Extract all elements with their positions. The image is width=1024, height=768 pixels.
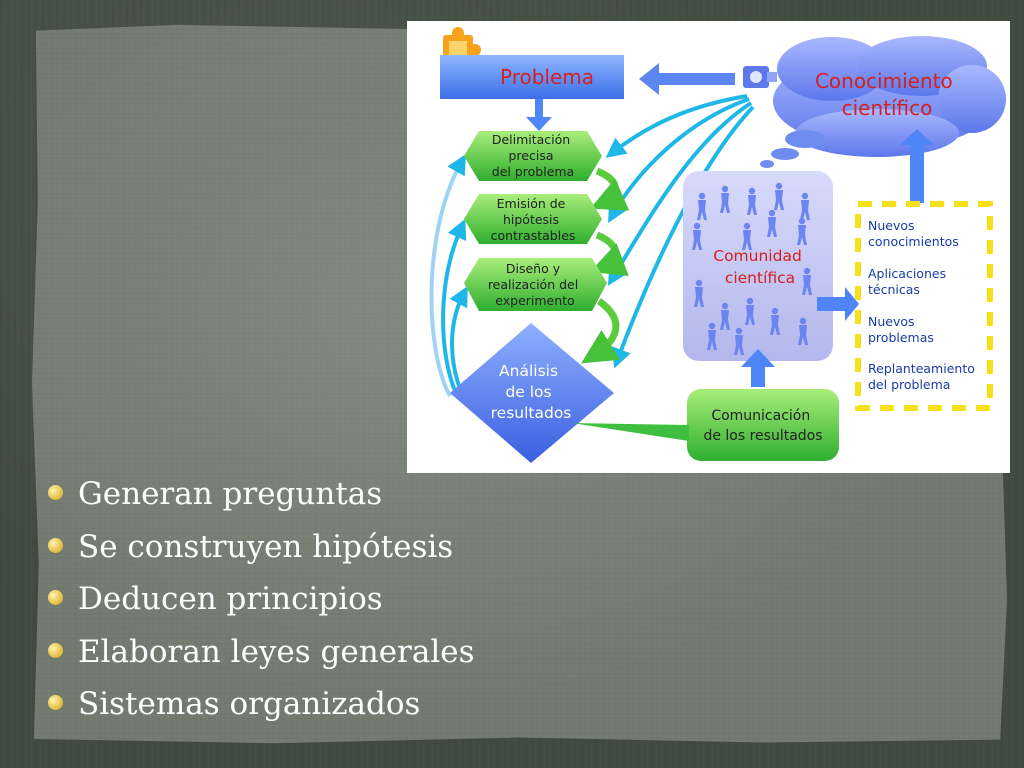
results-item-2a: Aplicaciones <box>868 266 946 281</box>
svg-text:Delimitación precisa: Delimitación precisa del problema <box>492 132 574 179</box>
problema-box: Problema <box>440 55 624 99</box>
communication-up-arrow <box>741 349 775 387</box>
problema-down-arrow <box>526 99 552 131</box>
results-item-2b: técnicas <box>868 282 920 297</box>
bullet-text: Se construyen hipótesis <box>78 528 454 565</box>
bullet-text: Elaboran leyes generales <box>78 633 475 670</box>
conocimiento-label-2: científico <box>842 96 933 120</box>
telescope-icon <box>743 66 777 88</box>
analisis-diamond: Análisis de los resultados <box>450 323 614 463</box>
bullet-text: Deducen principios <box>78 581 383 617</box>
emision-line-3: contrastables <box>491 228 576 243</box>
svg-text:Diseño y realización del: Diseño y realización del experimento <box>488 261 582 308</box>
person-icon <box>745 297 755 325</box>
svg-text:Comunicación de los resu: Comunicación de los resultados <box>703 408 822 444</box>
return-arrow-mid <box>441 218 467 392</box>
bullet-dot-icon <box>48 695 63 710</box>
results-item-1b: conocimientos <box>868 234 959 249</box>
svg-text:Nuevos conocimientos: Nuevos conocimientos Aplicaciones técnic… <box>868 218 979 392</box>
comunicacion-box: Comunicación de los resultados <box>687 389 839 461</box>
analisis-line-3: resultados <box>491 404 572 422</box>
svg-text:Análisis de los re: Análisis de los resultados <box>491 362 572 422</box>
comunidad-line-1: Comunidad <box>713 247 802 265</box>
results-item-4b: del problema <box>868 377 950 392</box>
diseno-line-2: realización del <box>488 277 578 292</box>
results-item-1a: Nuevos <box>868 218 915 233</box>
person-icon <box>697 192 707 220</box>
return-arrow-outer <box>429 154 466 397</box>
emision-box: Emisión de hipótesis contrastables <box>464 194 602 244</box>
svg-text:Conocimiento científico: Conocimiento científico <box>815 69 959 120</box>
knowledge-to-problem-arrow <box>639 63 735 95</box>
delimitacion-line-1: Delimitación <box>492 132 570 147</box>
person-icon <box>694 279 704 307</box>
bullet-dot-icon <box>48 642 63 658</box>
bullet-item: Deducen principios <box>48 575 608 628</box>
person-icon <box>770 307 780 335</box>
results-item-3a: Nuevos <box>868 314 915 329</box>
bullet-item: Sistemas organizados <box>48 680 608 733</box>
emision-line-2: hipótesis <box>503 212 559 227</box>
return-arrow-inner <box>449 285 468 387</box>
diseno-line-3: experimento <box>495 293 574 308</box>
bullet-list: Generan preguntas Se construyen hipótesi… <box>48 470 608 733</box>
conocimiento-label-1: Conocimiento <box>815 69 953 93</box>
person-icon <box>797 217 807 245</box>
person-icon <box>800 192 810 220</box>
bullet-item: Elaboran leyes generales <box>48 628 608 681</box>
bullet-text: Sistemas organizados <box>78 686 421 722</box>
bullet-item: Se construyen hipótesis <box>48 523 608 576</box>
results-item-4a: Replanteamiento <box>868 361 975 376</box>
person-icon <box>774 182 784 210</box>
person-icon <box>707 322 717 350</box>
person-icon <box>742 222 752 250</box>
person-icon <box>802 267 812 295</box>
results-item-3b: problemas <box>868 330 934 345</box>
comunicacion-line-1: Comunicación <box>711 408 810 424</box>
comunidad-line-2: científica <box>725 269 795 287</box>
problema-label: Problema <box>500 65 594 89</box>
analisis-line-1: Análisis <box>499 362 558 380</box>
bullet-dot-icon <box>48 485 63 500</box>
person-icon <box>734 327 744 355</box>
person-icon <box>720 302 730 330</box>
bullet-item: Generan preguntas <box>48 470 608 523</box>
delimitacion-line-2: precisa <box>509 148 554 163</box>
conocimiento-cloud: Conocimiento científico <box>773 36 1006 157</box>
delimitacion-line-3: del problema <box>492 164 574 179</box>
emision-line-1: Emisión de <box>497 196 566 211</box>
svg-text:Emisión de hipótesis: Emisión de hipótesis contrastables <box>491 196 576 243</box>
people-icons <box>692 182 812 355</box>
diseno-line-1: Diseño y <box>506 261 561 276</box>
comunidad-box: Comunidad científica <box>683 171 833 361</box>
delimitacion-box: Delimitación precisa del problema <box>464 131 602 181</box>
bullet-dot-icon <box>48 537 63 553</box>
community-to-results-arrow <box>817 287 859 321</box>
analysis-to-communication-wedge <box>572 423 689 441</box>
person-icon <box>798 317 808 345</box>
svg-text:Comunidad científica: Comunidad científica <box>713 247 806 287</box>
analisis-line-2: de los <box>505 383 551 401</box>
person-icon <box>692 222 702 250</box>
diseno-box: Diseño y realización del experimento <box>464 258 607 311</box>
scientific-method-diagram: Problema Conocimiento científico <box>407 21 1010 473</box>
comunicacion-line-2: de los resultados <box>703 428 822 444</box>
person-icon <box>747 187 757 215</box>
results-to-knowledge-arrow <box>900 129 934 203</box>
person-icon <box>767 209 777 237</box>
person-icon <box>720 185 730 213</box>
results-list-box: Nuevos conocimientos Aplicaciones técnic… <box>855 201 993 411</box>
bullet-text: Generan preguntas <box>78 476 383 512</box>
bullet-dot-icon <box>48 590 63 605</box>
